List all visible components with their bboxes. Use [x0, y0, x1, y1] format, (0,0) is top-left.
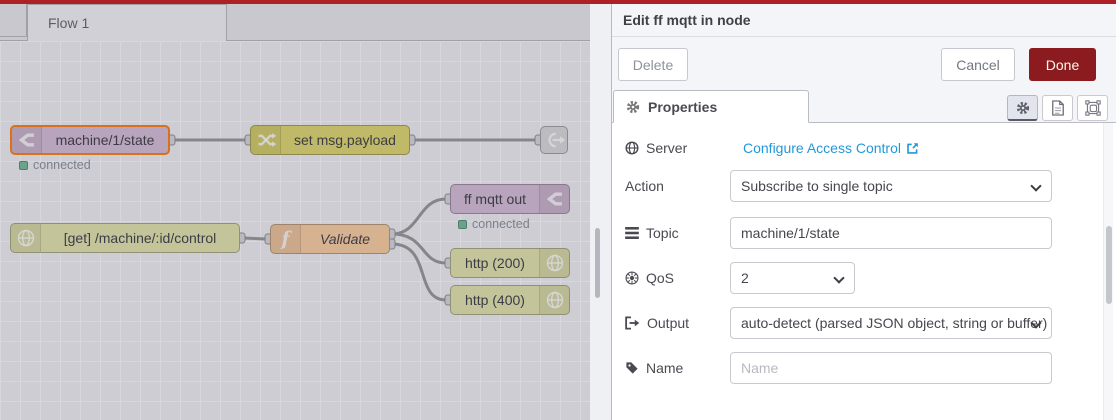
- qos-select[interactable]: 2: [730, 262, 855, 294]
- delete-button[interactable]: Delete: [618, 48, 688, 81]
- chevron-down-icon: [1030, 180, 1042, 192]
- tasks-icon: [625, 227, 639, 239]
- qos-label: QoS: [625, 270, 730, 286]
- wire-httpin-to-function[interactable]: [241, 236, 267, 241]
- editor-shade: [0, 4, 590, 420]
- action-row: Action: [625, 170, 730, 202]
- name-label: Name: [625, 360, 730, 376]
- header-bar: [0, 0, 1116, 4]
- action-select-value: Subscribe to single topic: [741, 178, 893, 194]
- name-row: Name: [625, 352, 730, 384]
- output-select-value: auto-detect (parsed JSON object, string …: [741, 315, 1048, 331]
- link-out-icon: [541, 127, 573, 153]
- node-function-label: Validate: [319, 231, 371, 247]
- gear-icon: [626, 100, 640, 113]
- cancel-button[interactable]: Cancel: [941, 48, 1015, 81]
- mqtt-bridge-icon: [539, 185, 569, 213]
- node-mqtt-out-label: ff mqtt out: [464, 191, 526, 207]
- node-mqtt-in[interactable]: machine/1/state: [10, 125, 170, 155]
- tab-properties[interactable]: Properties: [613, 90, 809, 123]
- node-change-label: set msg.payload: [294, 132, 396, 148]
- topic-input[interactable]: [730, 217, 1052, 249]
- panel-tabrow: Properties: [612, 90, 1116, 123]
- status-text: connected: [33, 158, 91, 172]
- globe-icon: [11, 224, 41, 252]
- flow-workspace: Flow 1: [0, 4, 590, 420]
- node-http-in-label: [get] /machine/:id/control: [63, 230, 217, 246]
- name-input[interactable]: [730, 352, 1052, 384]
- output-select[interactable]: auto-detect (parsed JSON object, string …: [730, 307, 1052, 339]
- output-row: Output: [625, 307, 730, 339]
- status-dot-connected: [458, 219, 467, 229]
- function-icon: f: [271, 225, 301, 253]
- tab-properties-label: Properties: [648, 98, 718, 115]
- node-change[interactable]: set msg.payload: [250, 125, 410, 155]
- node-mqtt-in-label: machine/1/state: [55, 132, 155, 148]
- node-http-in[interactable]: [get] /machine/:id/control: [10, 223, 240, 253]
- edit-node-panel: Edit ff mqtt in node Delete Cancel Done …: [611, 4, 1116, 420]
- panel-scrollbar-thumb[interactable]: [1106, 226, 1112, 304]
- sign-out-icon: [625, 316, 640, 330]
- document-icon: [1051, 100, 1064, 116]
- panel-scrollbar: [1103, 123, 1113, 420]
- globe-icon: [539, 249, 569, 277]
- node-http400-label: http (400): [465, 292, 525, 308]
- topic-row: Topic: [625, 217, 730, 249]
- done-button[interactable]: Done: [1029, 48, 1096, 81]
- qos-row: QoS: [625, 262, 730, 294]
- node-properties-form: Server Configure Access Control Action: [612, 123, 1116, 420]
- topic-label: Topic: [625, 225, 730, 241]
- appearance-icon-button[interactable]: [1077, 95, 1108, 121]
- tag-icon: [626, 362, 638, 374]
- server-label: Server: [625, 140, 730, 156]
- action-label: Action: [625, 178, 664, 194]
- workspace-scrollbar: [590, 4, 611, 420]
- server-row: Server Configure Access Control: [625, 132, 919, 164]
- external-link-icon: [907, 142, 918, 154]
- tab-flow-1[interactable]: Flow 1: [27, 4, 227, 41]
- qos-empire-icon: [625, 271, 639, 285]
- workspace-tabbar: Flow 1: [0, 4, 590, 41]
- workspace-scrollbar-thumb[interactable]: [595, 228, 600, 298]
- configure-access-control-link[interactable]: Configure Access Control: [743, 140, 919, 156]
- properties-icon-button[interactable]: [1007, 95, 1038, 121]
- tab-flow-1-label: Flow 1: [48, 15, 90, 31]
- node-http-response-200[interactable]: http (200): [450, 248, 570, 278]
- chevron-down-icon: [833, 272, 845, 284]
- mqtt-bridge-icon: [12, 127, 42, 153]
- status-text: connected: [472, 217, 530, 231]
- node-http-response-400[interactable]: http (400): [450, 285, 570, 315]
- node-mqtt-out[interactable]: ff mqtt out: [450, 184, 570, 214]
- wire-function-to-http400[interactable]: [390, 242, 448, 302]
- node-http200-label: http (200): [465, 255, 525, 271]
- gear-icon: [1016, 101, 1029, 114]
- globe-icon: [539, 286, 569, 314]
- shuffle-icon: [251, 126, 281, 154]
- status-dot-connected: [19, 160, 28, 170]
- appearance-icon: [1084, 100, 1101, 116]
- globe-icon: [625, 141, 639, 155]
- wire-function-to-http200[interactable]: [390, 232, 448, 265]
- wire-function-to-mqttout[interactable]: [390, 197, 448, 236]
- action-select[interactable]: Subscribe to single topic: [730, 170, 1052, 202]
- node-function[interactable]: f Validate: [270, 224, 390, 254]
- flow-canvas[interactable]: machine/1/state connected set msg.payloa…: [0, 41, 590, 420]
- description-icon-button[interactable]: [1042, 95, 1073, 121]
- tab-partial: [0, 4, 27, 37]
- qos-select-value: 2: [741, 270, 749, 286]
- mqtt-in-status: connected: [19, 158, 91, 172]
- node-link-out[interactable]: [540, 126, 568, 154]
- output-label: Output: [625, 315, 730, 331]
- mqtt-out-status: connected: [458, 217, 530, 231]
- panel-title: Edit ff mqtt in node: [612, 4, 1116, 37]
